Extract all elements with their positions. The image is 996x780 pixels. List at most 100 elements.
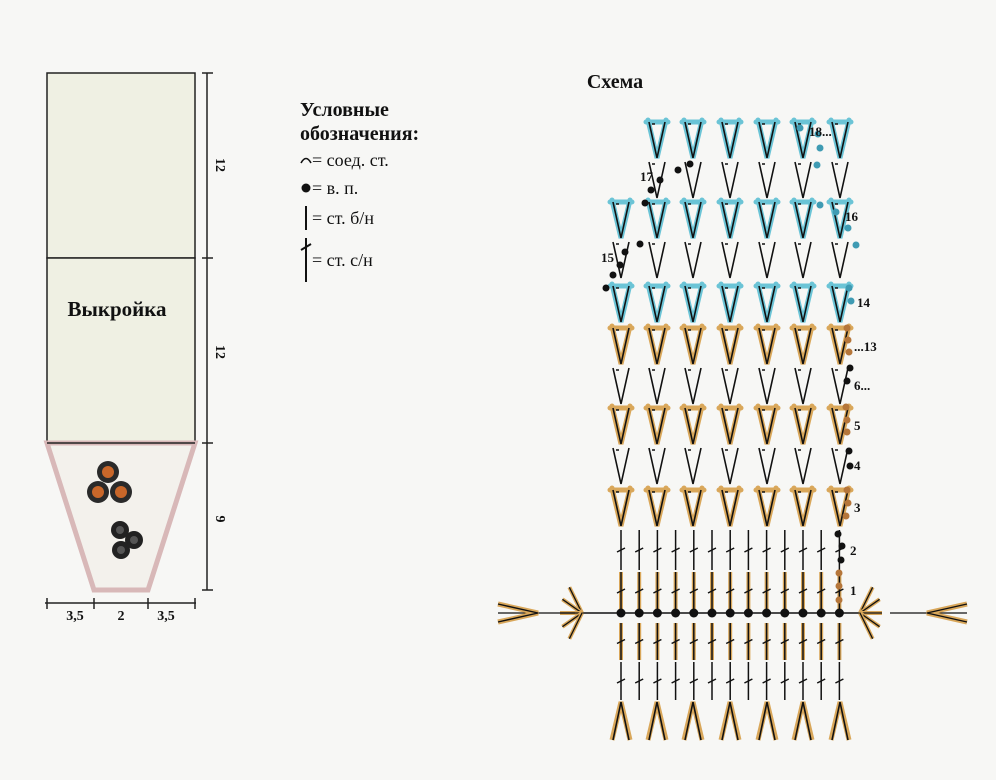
dc-stitch-bar [707, 678, 717, 684]
dc-stitch-bar [798, 678, 808, 684]
dc-stitch-bar [689, 547, 699, 553]
dc-stitch-bar [725, 588, 735, 594]
v-stitch-symbol [648, 161, 666, 199]
v-stitch-symbol [648, 407, 666, 445]
chain-dot [845, 348, 853, 356]
v-stitch-symbol [758, 201, 776, 239]
dc-stitch-bar [634, 678, 644, 684]
legend-title-line2: обозначения: [300, 123, 420, 145]
height-label-3: 9 [212, 516, 227, 523]
dc-stitch-bar [816, 638, 826, 645]
dc-stitch-bar [689, 588, 699, 594]
v-stitch-symbol [794, 489, 812, 527]
single-crochet-icon [305, 206, 307, 230]
v-stitch-symbol [612, 489, 630, 527]
dc-stitch-bar [762, 588, 771, 594]
v-stitch-symbol [684, 121, 702, 159]
v-stitch-symbol [721, 161, 739, 199]
v-stitch-symbol [831, 241, 849, 279]
v-stitch-symbol [794, 407, 812, 445]
row-label-13: ...13 [854, 339, 877, 354]
v-stitch-symbol [684, 201, 702, 239]
row-label-16: 16 [845, 209, 859, 224]
v-stitch-symbol [648, 367, 666, 405]
v-stitch-symbol [612, 367, 630, 405]
dc-stitch-bar [616, 547, 626, 553]
chain-dot [616, 261, 624, 269]
dc-stitch-bar [671, 588, 680, 594]
v-stitch-symbol [612, 285, 630, 323]
chain-dot [602, 284, 610, 292]
legend-item-single-crochet: = ст. б/н [300, 202, 500, 234]
v-stitch-symbol [612, 327, 630, 365]
v-stitch-symbol [684, 407, 702, 445]
v-stitch-symbol [794, 367, 812, 405]
chain-dot [842, 512, 850, 520]
v-stitch-symbol [684, 327, 702, 365]
dc-stitch-bar [816, 547, 826, 553]
v-stitch-symbol [648, 701, 666, 741]
chain-dot [689, 608, 699, 618]
v-stitch-symbol [831, 285, 849, 323]
v-stitch-symbol [721, 367, 739, 405]
row-label-17: 17 [640, 169, 654, 184]
v-stitch-symbol [794, 327, 812, 365]
chain-dot [671, 608, 681, 618]
legend-text-chain: = в. п. [312, 177, 359, 198]
dc-stitch-bar [762, 678, 771, 684]
dc-stitch-bar [689, 638, 699, 645]
v-stitch-symbol [612, 407, 630, 445]
dc-stitch-bar [762, 638, 771, 645]
row-label-1: 1 [850, 583, 857, 598]
v-stitch-symbol [721, 327, 739, 365]
v-stitch-symbol [794, 701, 812, 741]
chain-dot [844, 499, 852, 507]
chain-dot [634, 608, 644, 618]
legend-item-double-crochet: = ст. с/н [300, 234, 500, 286]
chain-dot [844, 336, 852, 344]
dc-stitch-bar [634, 638, 644, 645]
dc-stitch-bar [835, 678, 844, 684]
fan-stitch-symbol [562, 598, 583, 614]
dc-stitch-bar [634, 588, 644, 594]
v-stitch-symbol [648, 285, 666, 323]
legend-item-slip-stitch: = соед. ст. [300, 146, 500, 174]
row-label-3: 3 [854, 500, 861, 515]
v-stitch-symbol [758, 285, 776, 323]
dc-stitch-bar [653, 678, 662, 684]
chain-dot [816, 144, 824, 152]
chain-dot [636, 240, 644, 248]
chain-dot [835, 582, 843, 590]
chain-dot [780, 608, 790, 618]
v-stitch-symbol [758, 367, 776, 405]
row-label-5: 5 [854, 418, 861, 433]
chain-dot [641, 199, 649, 207]
row-label-15: 15 [601, 250, 615, 265]
chain-dot [847, 297, 855, 305]
dc-stitch-bar [780, 638, 790, 645]
dc-stitch-bar [816, 678, 826, 684]
v-stitch-symbol [684, 285, 702, 323]
dc-stitch-bar [689, 678, 699, 684]
v-stitch-symbol [684, 241, 702, 279]
dc-stitch-bar [725, 547, 735, 553]
row-labels: 18... 17 16 15 14 ...13 6... 5 4 3 2 1 [601, 124, 877, 598]
chain-dot [843, 428, 851, 436]
legend-text-double-crochet: = ст. с/н [312, 249, 373, 270]
v-stitch-symbol [831, 161, 849, 199]
v-stitch-symbol [721, 201, 739, 239]
v-stitch-symbol [648, 447, 666, 485]
v-stitch-symbol [758, 701, 776, 741]
chain-dot [725, 608, 735, 618]
v-stitch-symbol [648, 327, 666, 365]
dc-stitch-bar [707, 638, 717, 645]
row-label-2: 2 [850, 543, 857, 558]
v-stitch-symbol [831, 447, 849, 485]
width-label-3: 3,5 [157, 609, 175, 624]
chain-dot [846, 364, 854, 372]
dc-stitch-bar [707, 547, 717, 553]
fan-stitch-symbol [568, 612, 583, 639]
v-stitch-symbol [758, 407, 776, 445]
dc-stitch-bar [744, 547, 753, 553]
chain-dot [843, 377, 851, 385]
